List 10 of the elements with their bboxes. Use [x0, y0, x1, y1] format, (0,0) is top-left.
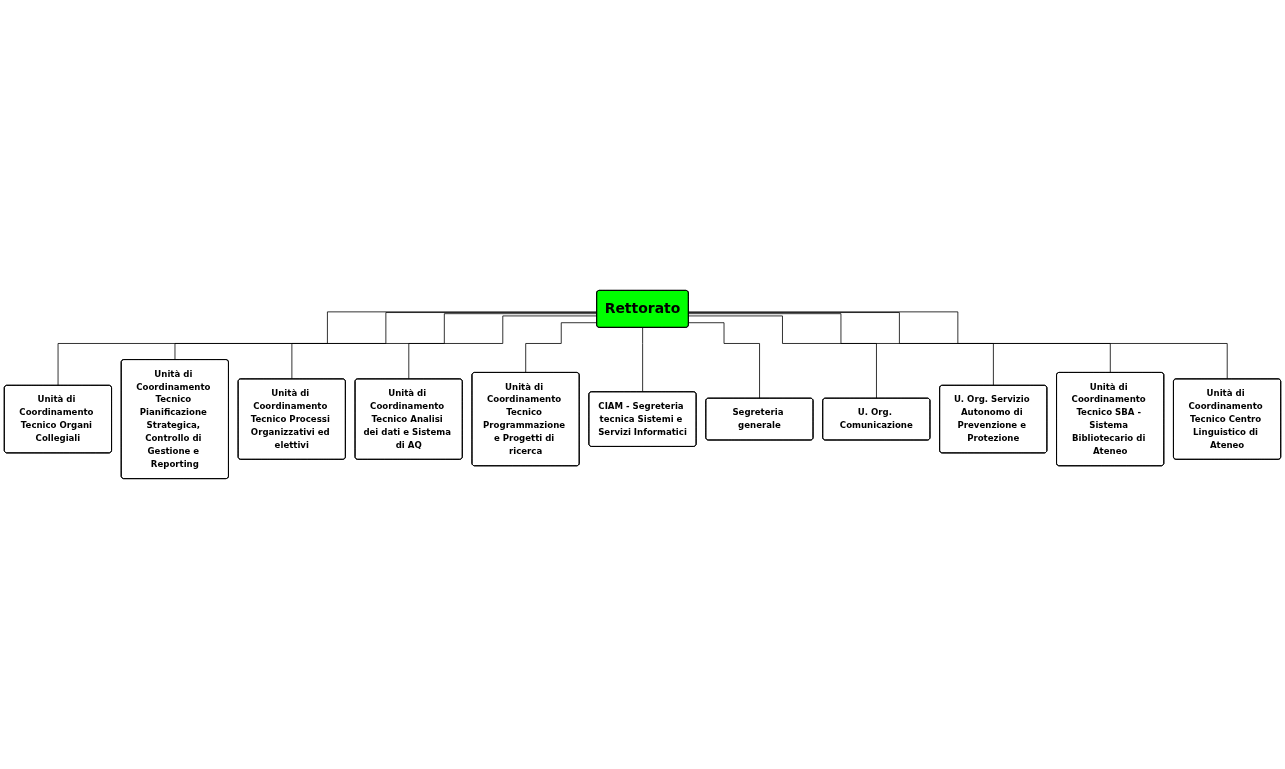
- connector: [525, 322, 598, 374]
- connector: [174, 312, 598, 361]
- connector: [688, 311, 1228, 380]
- connector: [688, 315, 877, 399]
- connector: [642, 327, 644, 393]
- connector: [688, 313, 994, 386]
- connector: [57, 311, 598, 386]
- connector: [291, 313, 598, 380]
- connector: [408, 315, 598, 380]
- connector: [688, 322, 761, 399]
